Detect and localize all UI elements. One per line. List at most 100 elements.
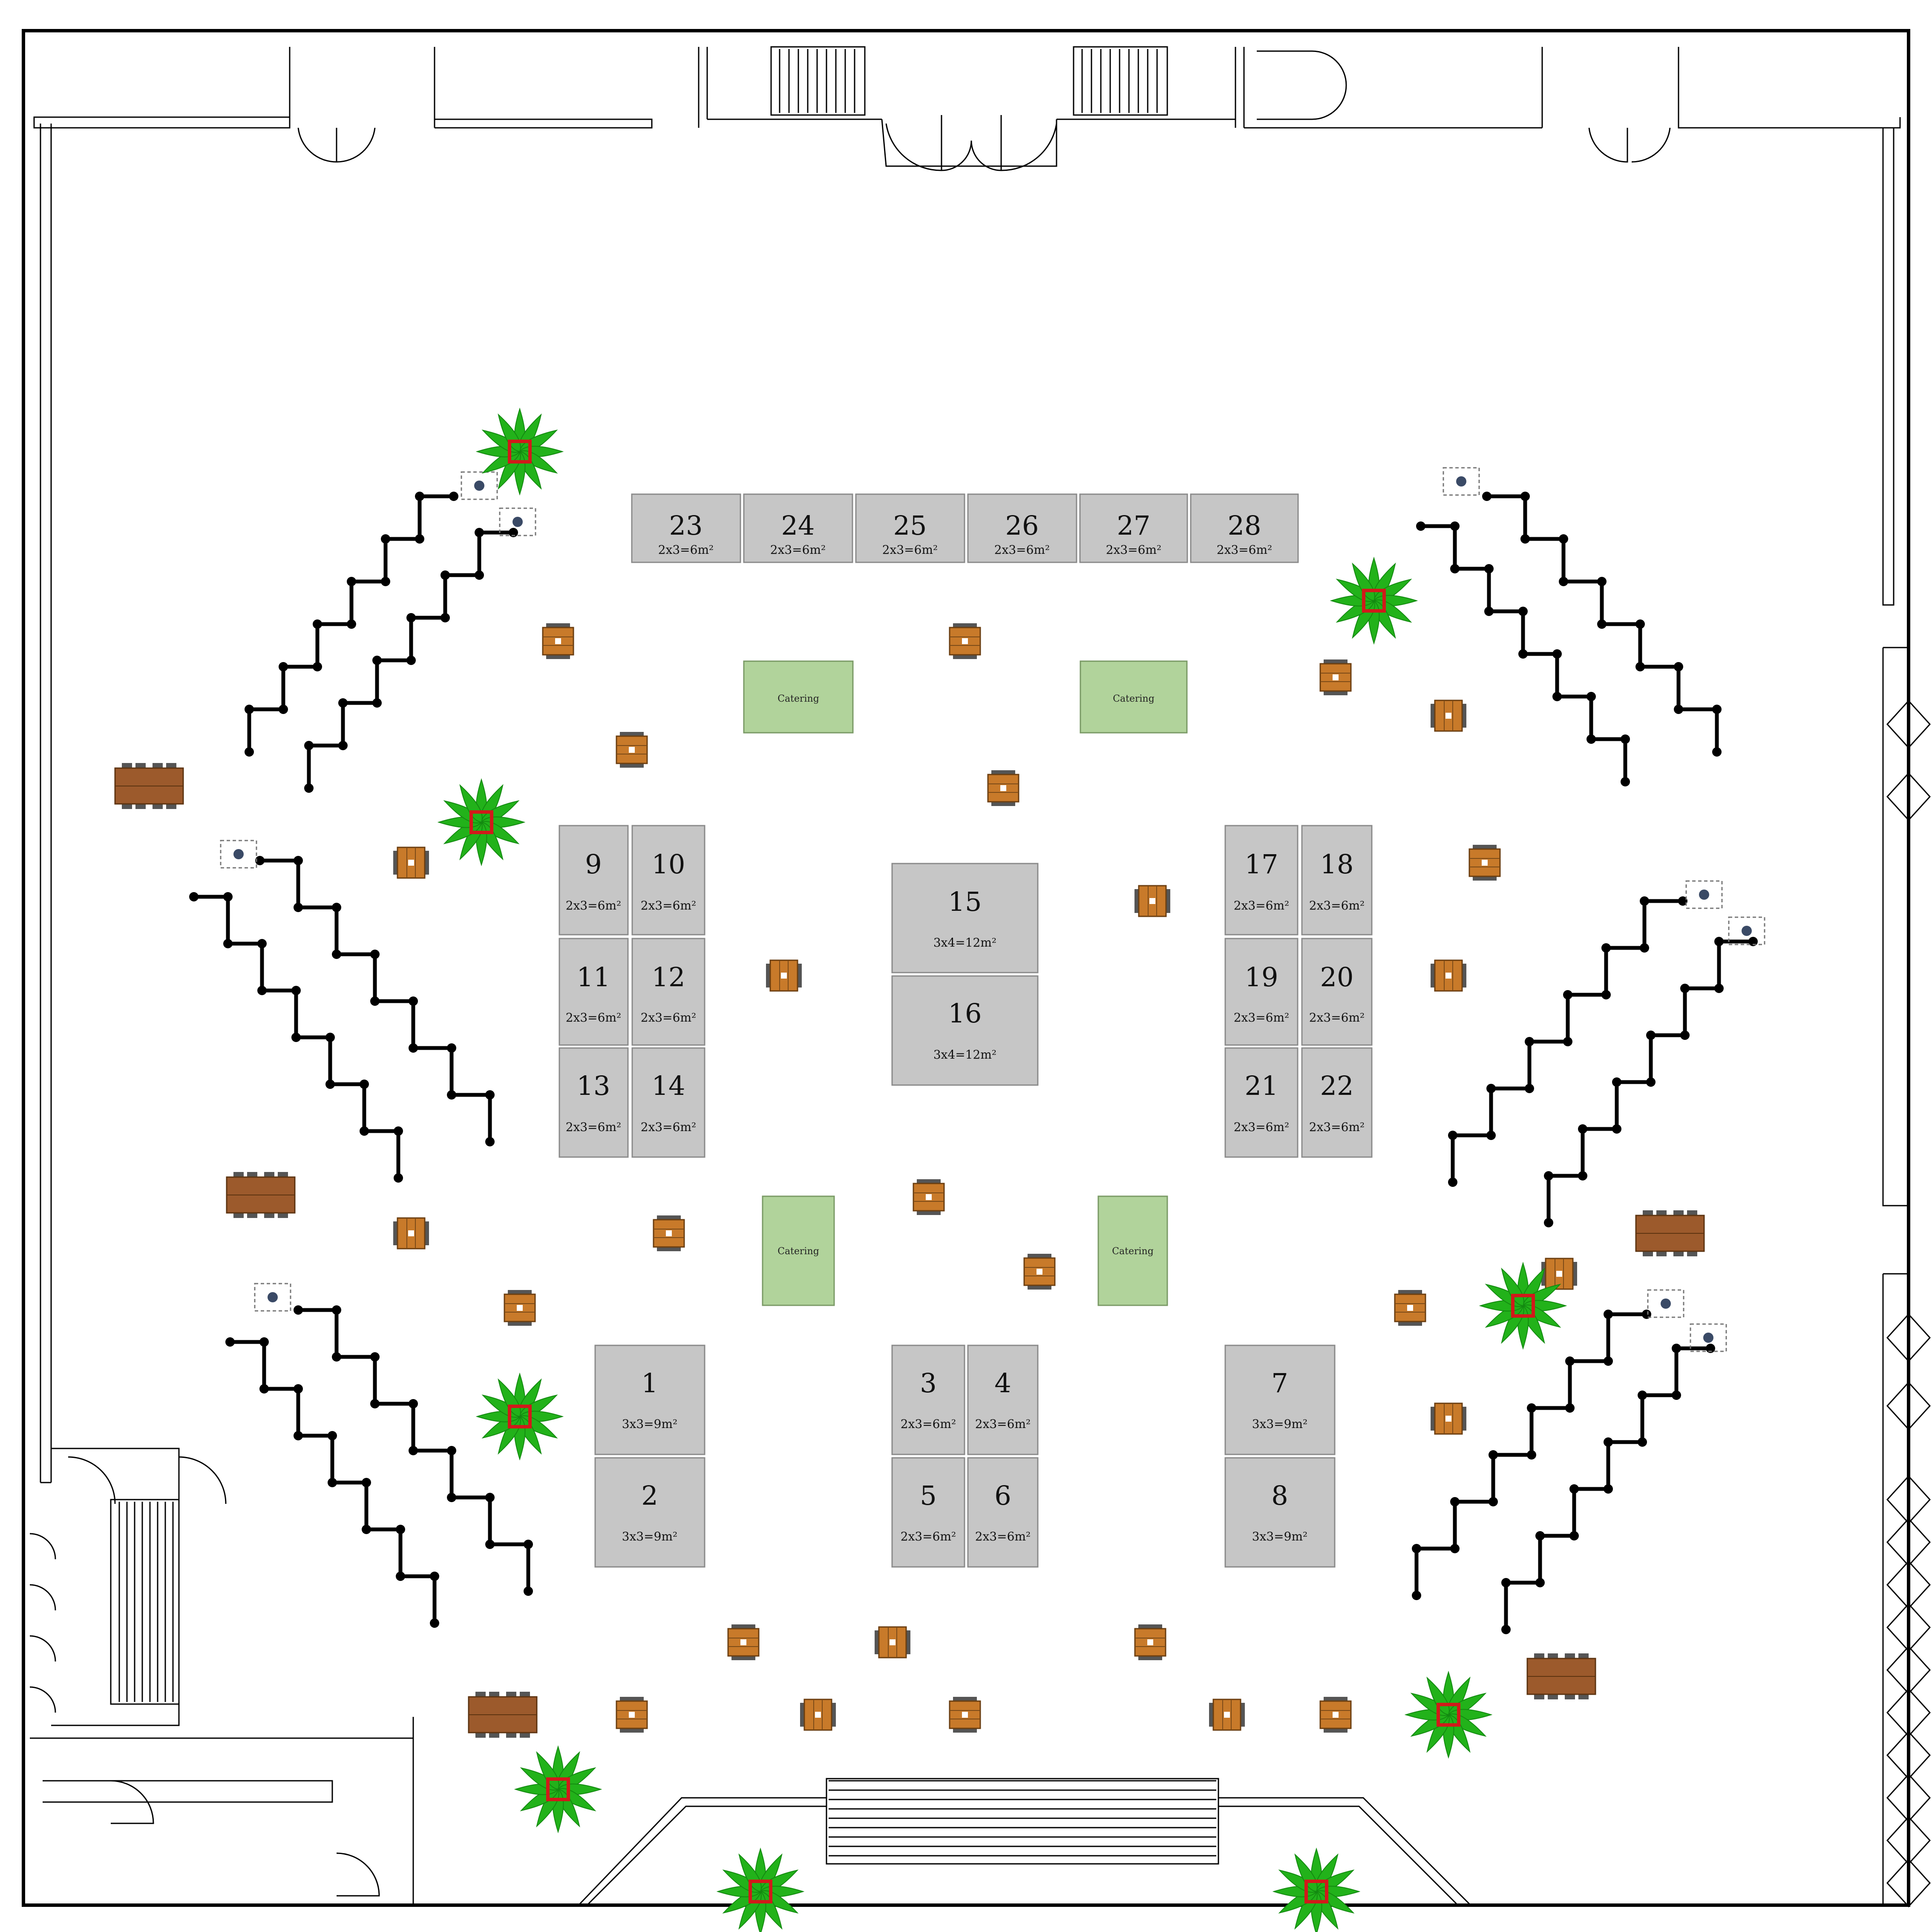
catering-1[interactable]: Catering xyxy=(743,660,854,734)
svg-text:2x3=6m²: 2x3=6m² xyxy=(882,543,938,557)
svg-text:2x3=6m²: 2x3=6m² xyxy=(1234,1011,1289,1025)
catering-3[interactable]: Catering xyxy=(762,1195,835,1306)
cocktail-table-icon xyxy=(1134,1624,1166,1660)
svg-text:5: 5 xyxy=(920,1480,936,1511)
svg-text:2x3=6m²: 2x3=6m² xyxy=(566,1011,621,1025)
svg-text:2x3=6m²: 2x3=6m² xyxy=(1309,1011,1365,1025)
svg-text:3x3=9m²: 3x3=9m² xyxy=(622,1417,677,1431)
window-diamond xyxy=(1886,1517,1931,1567)
stanchion-queues xyxy=(189,492,1758,1634)
booth-28[interactable]: 28 2x3=6m² xyxy=(1190,493,1299,563)
catering-2[interactable]: Catering xyxy=(1080,660,1188,734)
booth-1[interactable]: 1 3x3=9m² xyxy=(594,1345,705,1455)
booth-12[interactable]: 12 2x3=6m² xyxy=(631,938,705,1046)
window-diamond xyxy=(1886,1560,1931,1610)
palm-plant-icon xyxy=(716,1847,805,1932)
window-diamond xyxy=(1886,1858,1931,1908)
cocktail-table-icon xyxy=(1541,1258,1577,1290)
cocktail-table-icon xyxy=(987,770,1019,806)
svg-text:2x3=6m²: 2x3=6m² xyxy=(1234,898,1289,913)
catering-4[interactable]: Catering xyxy=(1097,1195,1168,1306)
cocktail-table-icon xyxy=(393,1217,429,1250)
svg-text:1: 1 xyxy=(641,1368,658,1399)
bench-table-icon xyxy=(114,763,184,809)
stanchion-queue-icon xyxy=(1412,1310,1651,1600)
svg-text:2x3=6m²: 2x3=6m² xyxy=(1309,898,1365,913)
spotlight-icon xyxy=(1647,1289,1684,1318)
cocktail-tables xyxy=(393,623,1577,1733)
cocktail-table-icon xyxy=(393,847,429,879)
cocktail-table-icon xyxy=(875,1626,910,1658)
spotlight-icon xyxy=(220,840,257,869)
svg-text:7: 7 xyxy=(1271,1368,1288,1399)
cocktail-table-icon xyxy=(1319,659,1352,695)
stanchion-queue-icon xyxy=(1416,521,1630,786)
svg-text:2x3=6m²: 2x3=6m² xyxy=(641,1011,696,1025)
svg-text:2x3=6m²: 2x3=6m² xyxy=(658,543,714,557)
svg-text:2x3=6m²: 2x3=6m² xyxy=(1234,1120,1289,1134)
window-diamond xyxy=(1886,772,1931,821)
cocktail-table-icon xyxy=(1468,845,1501,881)
svg-text:2x3=6m²: 2x3=6m² xyxy=(975,1417,1031,1431)
palm-plant-icon xyxy=(1404,1670,1493,1759)
svg-text:26: 26 xyxy=(1005,510,1039,541)
stanchion-queue-icon xyxy=(1482,492,1722,757)
svg-text:2x3=6m²: 2x3=6m² xyxy=(1217,543,1272,557)
cocktail-table-icon xyxy=(616,1697,648,1733)
window-diamond xyxy=(1886,1688,1931,1737)
stanchion-queue-icon xyxy=(1501,1344,1715,1634)
cocktail-table-icon xyxy=(1431,959,1466,992)
svg-text:2: 2 xyxy=(641,1480,658,1511)
cocktail-table-icon xyxy=(504,1290,536,1326)
svg-text:17: 17 xyxy=(1245,849,1278,880)
cocktail-table-icon xyxy=(1394,1290,1426,1326)
window-diamond xyxy=(1886,1645,1931,1695)
cocktail-table-icon xyxy=(1134,885,1170,917)
cocktail-table-icon xyxy=(949,1697,981,1733)
bench-table-icon xyxy=(1635,1210,1705,1256)
bench-tables xyxy=(114,763,1705,1738)
svg-text:3x4=12m²: 3x4=12m² xyxy=(933,1048,996,1062)
svg-text:2x3=6m²: 2x3=6m² xyxy=(901,1417,956,1431)
svg-text:3x4=12m²: 3x4=12m² xyxy=(933,936,996,950)
booth-17[interactable]: 17 2x3=6m² xyxy=(1224,825,1299,936)
svg-text:2x3=6m²: 2x3=6m² xyxy=(641,1120,696,1134)
cocktail-table-icon xyxy=(949,623,981,659)
svg-text:24: 24 xyxy=(781,510,815,541)
staircase-icon xyxy=(110,46,1219,1865)
spotlights xyxy=(220,467,1765,1352)
svg-text:12: 12 xyxy=(652,962,685,993)
cocktail-table-icon xyxy=(1209,1699,1245,1731)
palm-plant-icon xyxy=(1272,1847,1361,1932)
cocktail-table-icon xyxy=(766,959,802,992)
cocktail-table-icon xyxy=(1431,1402,1466,1435)
stanchion-queue-icon xyxy=(1448,896,1687,1187)
cocktail-table-icon xyxy=(800,1699,836,1731)
svg-text:28: 28 xyxy=(1228,510,1261,541)
svg-text:9: 9 xyxy=(585,849,602,880)
